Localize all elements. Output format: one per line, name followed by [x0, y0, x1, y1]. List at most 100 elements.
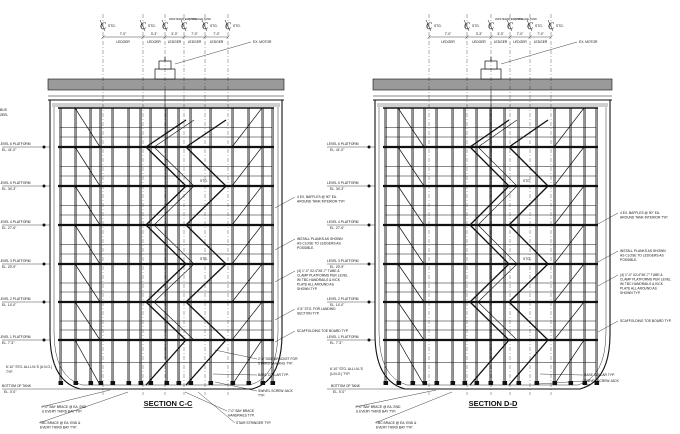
note-right: CLAMP PLATFORMS PER LEVEL: [297, 274, 348, 278]
base-collar: [148, 381, 154, 385]
dimension-sub: LEDGER: [188, 40, 202, 44]
dimension-value: 7'-0": [517, 32, 524, 36]
bay-brace: [231, 146, 263, 187]
level-dot: [42, 184, 46, 188]
centerline-symbol: C: [100, 21, 107, 31]
centerline-label: STG.: [434, 24, 442, 28]
platform-elevation: EL. 34'-3": [330, 187, 345, 191]
stair-stringer: [469, 119, 510, 148]
note-bottom: BASE COLLAR TYP.: [258, 373, 289, 377]
note-right: CLAMP PLATFORMS PER LEVEL: [620, 278, 671, 282]
dimension-tick: [508, 35, 512, 39]
bay-brace: [74, 339, 101, 386]
bay-brace: [397, 185, 425, 226]
note-leader: [274, 196, 296, 209]
note-right: (4) 1"-0" X2-4"X6'-7" TUBE &: [297, 269, 340, 273]
note-right: 4 EX. BAFFLES @ 90° EA.: [620, 211, 660, 215]
platform-name: LEVEL 2 PLATFORM: [0, 297, 31, 301]
level-dot: [367, 184, 371, 188]
base-collar: [410, 381, 416, 385]
note-right: AS CLOSE TO LEDGERS AS: [620, 254, 664, 258]
note-leader: [597, 212, 619, 225]
stair-stringer: [185, 119, 227, 148]
tank-top-shading: [377, 103, 608, 107]
bay-brace: [74, 263, 101, 303]
centerline-slash: [161, 19, 168, 32]
bottom-tank-label: BOTTOM OF TANK: [331, 384, 361, 388]
left-fragment: ZEEL: [0, 113, 8, 117]
bay-brace: [553, 224, 585, 265]
stair-stringer: [185, 263, 227, 303]
note-leader: [537, 380, 584, 385]
note-right: POSSIBLE.: [620, 258, 637, 262]
bottom-elevation: EL. 0'-0": [333, 390, 346, 394]
bay-brace: [553, 339, 585, 386]
bottom-elevation: EL. 0'-0": [4, 390, 17, 394]
note-bottom: 7'-0" BAY BRACE @ EA. END: [42, 405, 87, 409]
note-leader: [354, 389, 437, 408]
base-collar: [126, 381, 132, 385]
bay-brace: [397, 224, 425, 265]
dimension-sub: LEDGER: [147, 40, 161, 44]
centerline-symbol: C: [527, 21, 534, 31]
platform-elevation: EL. 41'-0": [330, 148, 345, 152]
note-bottom: TBC BRACE @ EA. END &: [40, 421, 81, 425]
dimension-tick: [549, 35, 553, 39]
note-leader: [214, 381, 258, 392]
stair-handrail: [477, 119, 518, 148]
level-dot: [367, 223, 371, 227]
note-bottom: TYP.: [584, 384, 591, 388]
stair-stringer: [469, 224, 510, 265]
stair-stringer: [145, 224, 187, 265]
platform-name: LEVEL 3 PLATFORM: [0, 259, 31, 263]
left-note: TYP.: [6, 370, 13, 374]
base-collar: [176, 381, 182, 385]
platform-name: LEVEL 6 PLATFORM: [327, 142, 359, 146]
note-leader: [597, 274, 619, 287]
note-bottom: TBC BRACE @ EA. END &: [376, 421, 417, 425]
bay-brace: [74, 107, 101, 148]
base-collar: [73, 381, 79, 385]
left-fragment: BUS: [0, 108, 8, 112]
base-collar: [188, 381, 194, 385]
centerline-slash: [201, 19, 208, 32]
note-bottom: & EVERY THIRD BAY TYP.: [356, 410, 396, 414]
centerline-slash: [425, 19, 432, 32]
note-right: INSTALL PLANKS AS SHOWN: [297, 237, 343, 241]
note-leader: [40, 389, 111, 408]
stair-stringer: [185, 301, 227, 341]
base-collar: [164, 381, 170, 385]
stair-stringer: [145, 146, 187, 187]
centerline-label: STG.: [148, 24, 156, 28]
centerline-slash: [526, 19, 533, 32]
platform-name: LEVEL 1 PLATFORM: [0, 335, 31, 339]
centerline-super: WASTEWATER STORAGE TANK: [495, 17, 537, 21]
stair-stringer: [145, 301, 187, 341]
centerline-symbol: C: [181, 21, 188, 31]
note-bottom: TYP.: [258, 394, 265, 398]
centerline-symbol: C: [488, 21, 495, 31]
note-leader: [274, 308, 296, 321]
note-right: (4) 1"-0" X2-4"X6'-7" TUBE &: [620, 273, 663, 277]
stair-handrail: [153, 185, 195, 226]
note-right: SCAFFOLDING TOE BOARD TYP.: [620, 319, 672, 323]
note-bottom: SWIVEL SCREW JACK: [258, 389, 294, 393]
dimension-value: 7'-0": [213, 32, 220, 36]
stair-stringer: [508, 339, 549, 386]
bay-brace: [74, 224, 101, 265]
level-dot: [42, 338, 46, 342]
platform-name: LEVEL 6 PLATFORM: [0, 142, 31, 146]
note-right: 4 EX. BAFFLES @ 90° EA.: [297, 195, 337, 199]
motor-leader: [500, 41, 578, 65]
base-collar: [474, 381, 480, 385]
bay-brace: [231, 185, 263, 226]
centerline-slash: [224, 19, 231, 32]
centerline-label: STG.: [556, 24, 564, 28]
dimension-tick: [182, 35, 186, 39]
dimension-sub: LEDGER: [210, 40, 224, 44]
stair-stringer: [185, 339, 227, 386]
platform-name: LEVEL 1 PLATFORM: [327, 335, 359, 339]
note-leader: [274, 270, 296, 283]
platform-elevation: EL. 7'-3": [2, 341, 15, 345]
